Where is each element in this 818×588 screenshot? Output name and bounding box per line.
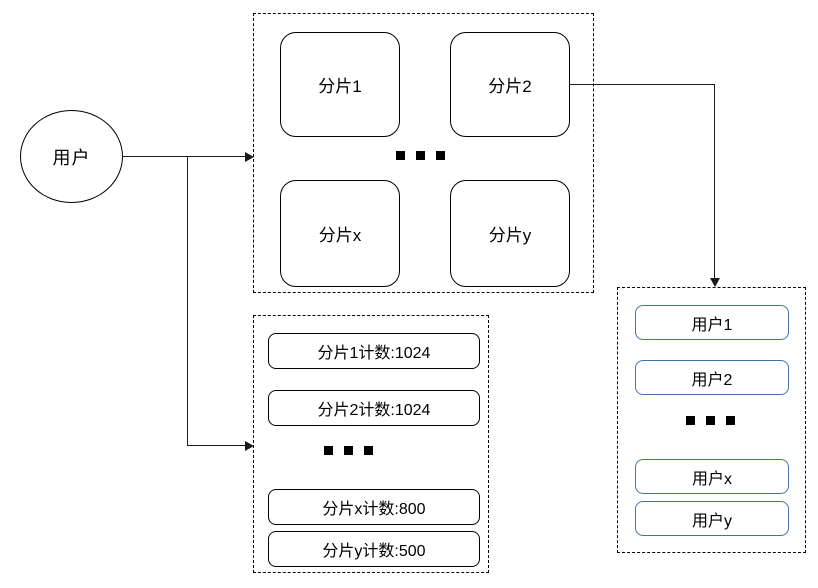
user-pill-label: 用户x [691, 470, 732, 488]
connector-actor-to-shards [187, 156, 246, 158]
shard-card-label: 分片1 [318, 77, 362, 96]
user-pill[interactable]: 用户1 [635, 305, 789, 340]
arrowhead-to-shards-icon [245, 152, 254, 162]
actor-user-node[interactable]: 用户 [20, 110, 123, 203]
shard-group-container [253, 13, 594, 293]
counter-pill-label: 分片2计数:1024 [317, 402, 431, 419]
counter-pill[interactable]: 分片1计数:1024 [268, 333, 480, 369]
connector-actor-to-counters [187, 445, 246, 447]
shard-card-label: 分片y [488, 226, 532, 245]
shard-card[interactable]: 分片1 [280, 32, 400, 137]
actor-user-label: 用户 [52, 147, 91, 168]
shard-card[interactable]: 分片2 [450, 32, 570, 137]
shard-card[interactable]: 分片x [280, 180, 400, 287]
user-group-container [617, 287, 806, 553]
user-group-ellipsis-icon [686, 416, 735, 425]
user-pill-label: 用户2 [691, 371, 733, 389]
shard-group-ellipsis-icon [396, 151, 445, 160]
shard-card[interactable]: 分片y [450, 180, 570, 287]
shard-card-label: 分片2 [488, 77, 532, 96]
arrowhead-to-counters-icon [245, 441, 254, 451]
user-pill-label: 用户1 [691, 316, 733, 334]
counter-group-ellipsis-icon [324, 446, 373, 455]
counter-pill-label: 分片1计数:1024 [317, 345, 431, 362]
user-pill[interactable]: 用户2 [635, 360, 789, 395]
connector-shard2-down [714, 84, 716, 278]
counter-pill[interactable]: 分片y计数:500 [268, 531, 480, 567]
counter-pill[interactable]: 分片2计数:1024 [268, 390, 480, 426]
user-pill-label: 用户y [691, 512, 732, 530]
counter-pill-label: 分片x计数:800 [322, 501, 426, 518]
user-pill[interactable]: 用户x [635, 459, 789, 494]
shard-card-label: 分片x [318, 226, 362, 245]
arrowhead-to-users-icon [710, 278, 720, 287]
counter-pill[interactable]: 分片x计数:800 [268, 489, 480, 525]
counter-group-container [253, 315, 489, 573]
connector-shard2-out [570, 84, 715, 86]
connector-actor-stem [123, 156, 188, 158]
connector-actor-branch [187, 156, 189, 446]
user-pill[interactable]: 用户y [635, 501, 789, 536]
counter-pill-label: 分片y计数:500 [322, 543, 426, 560]
